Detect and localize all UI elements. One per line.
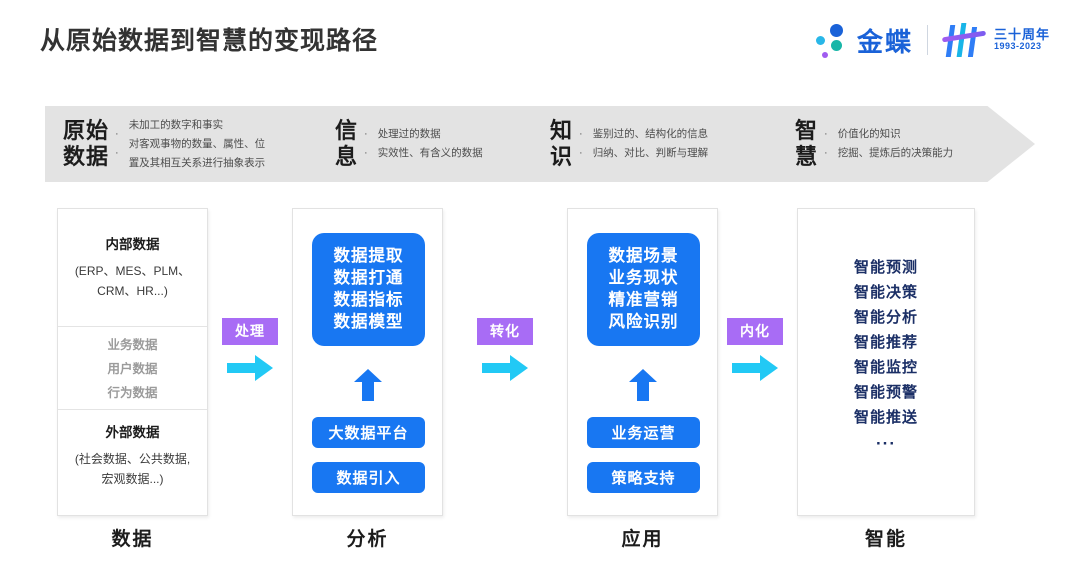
analysis-capability-item: 数据提取	[333, 247, 404, 265]
banner-bullet-line: 鉴别过的、结构化的信息	[592, 128, 709, 140]
right-arrow-icon	[727, 355, 783, 381]
intelligence-item: 智能推送	[853, 409, 918, 426]
column-footer-analysis: 分析	[346, 529, 389, 550]
banner-item-information: 信 息 ·· 处理过的数据 实效性、有含义的数据	[335, 106, 550, 182]
application-strategy-pill[interactable]: 策略支持	[587, 462, 700, 493]
application-scenario-box: 数据场景 业务现状 精准营销 风险识别	[587, 233, 700, 346]
up-arrow-icon	[353, 369, 382, 401]
card-analysis: 数据提取 数据打通 数据指标 数据模型 大数据平台 数据引入	[292, 208, 443, 516]
intelligence-item: 智能预警	[853, 384, 918, 401]
right-arrow-icon	[477, 355, 533, 381]
anniversary-badge: 三十周年 1993-2023	[941, 22, 1050, 58]
banner-bullet-line: 对客观事物的数量、属性、位	[128, 137, 266, 150]
external-data-sub: 宏观数据...)	[101, 472, 164, 486]
banner-bullet-dots: ··	[824, 128, 828, 159]
analysis-platform-label: 大数据平台	[328, 425, 409, 442]
intelligence-item: 智能决策	[853, 284, 918, 301]
data-type-item: 业务数据	[107, 338, 158, 352]
external-data-title: 外部数据	[105, 425, 160, 440]
internal-data-title: 内部数据	[105, 237, 160, 252]
banner-item-wisdom: 智 慧 ·· 价值化的知识 挖掘、提炼后的决策能力	[795, 106, 975, 182]
anniversary-years: 1993-2023	[993, 41, 1042, 52]
application-strategy-label: 策略支持	[611, 470, 676, 487]
connector-label: 转化	[477, 318, 533, 345]
intelligence-item: 智能分析	[853, 309, 918, 326]
banner-bullet-line: 处理过的数据	[377, 128, 441, 140]
banner-bullet-line: 挖掘、提炼后的决策能力	[837, 147, 954, 159]
intelligence-item: 智能推荐	[853, 334, 918, 351]
banner-bullet-line: 未加工的数字和事实	[128, 118, 224, 131]
kingdee-logo: 金蝶 三十周年 1993-2023	[813, 18, 1050, 62]
data-type-item: 用户数据	[107, 362, 158, 376]
connector-transform: 转化	[477, 318, 533, 381]
banner-bullet-line: 归纳、对比、判断与理解	[592, 147, 709, 159]
anniversary-mark-icon	[941, 22, 987, 58]
internal-data-sub: CRM、HR...)	[97, 284, 168, 298]
card-divider	[58, 326, 207, 327]
analysis-capability-item: 数据打通	[333, 269, 404, 287]
banner-item-heading: 智 慧	[795, 118, 819, 169]
connector-internalize: 内化	[727, 318, 783, 381]
analysis-capability-item: 数据模型	[333, 313, 404, 331]
application-operation-label: 业务运营	[611, 425, 676, 442]
banner-bullet-dots: ··	[579, 128, 583, 159]
up-arrow-icon	[628, 369, 657, 401]
analysis-capability-box: 数据提取 数据打通 数据指标 数据模型	[312, 233, 425, 346]
application-scenario-item: 风险识别	[608, 313, 679, 331]
anniversary-label: 三十周年	[993, 26, 1050, 42]
data-type-item: 行为数据	[107, 386, 158, 400]
connector-label: 处理	[222, 318, 278, 345]
banner-item-heading: 原始 数据	[63, 118, 110, 169]
banner-bullet-dots: ··	[364, 128, 368, 159]
intelligence-item: 智能监控	[853, 359, 918, 376]
external-data-sub: (社会数据、公共数据,	[74, 452, 191, 466]
application-scenario-item: 数据场景	[608, 247, 679, 265]
card-intelligence: 智能预测 智能决策 智能分析 智能推荐 智能监控 智能预警 智能推送 ···	[797, 208, 975, 516]
data-type-list: 业务数据 用户数据 行为数据	[58, 333, 207, 405]
banner-bullet-line: 价值化的知识	[837, 128, 901, 140]
right-arrow-icon	[222, 355, 278, 381]
card-divider	[58, 409, 207, 410]
column-footer-data: 数据	[111, 529, 154, 550]
banner-item-heading: 信 息	[335, 118, 359, 169]
card-application: 数据场景 业务现状 精准营销 风险识别 业务运营 策略支持	[567, 208, 718, 516]
brand-divider	[926, 25, 928, 55]
application-scenario-item: 业务现状	[608, 269, 679, 287]
application-scenario-item: 精准营销	[608, 291, 679, 309]
connector-label: 内化	[727, 318, 783, 345]
card-data: 内部数据 (ERP、MES、PLM、 CRM、HR...) 业务数据 用户数据 …	[57, 208, 208, 516]
analysis-platform-pill[interactable]: 大数据平台	[312, 417, 425, 448]
analysis-capability-item: 数据指标	[333, 291, 404, 309]
column-footer-application: 应用	[621, 529, 664, 550]
dikw-arrow-banner: 原始 数据 ·· 未加工的数字和事实 对客观事物的数量、属性、位 置及其相互关系…	[45, 106, 1035, 182]
intelligence-capability-list: 智能预测 智能决策 智能分析 智能推荐 智能监控 智能预警 智能推送 ···	[798, 209, 974, 458]
banner-bullet-dots: ··	[115, 128, 119, 159]
banner-item-heading: 知 识	[550, 118, 574, 169]
brand-dots-icon	[813, 22, 853, 58]
banner-item-raw-data: 原始 数据 ·· 未加工的数字和事实 对客观事物的数量、属性、位 置及其相互关系…	[45, 106, 335, 182]
intelligence-ellipsis: ···	[876, 434, 896, 453]
application-operation-pill[interactable]: 业务运营	[587, 417, 700, 448]
page-title: 从原始数据到智慧的变现路径	[40, 27, 379, 55]
analysis-ingest-label: 数据引入	[336, 470, 401, 487]
intelligence-item: 智能预测	[853, 259, 918, 276]
column-footer-intelligence: 智能	[864, 529, 907, 550]
banner-bullet-line: 实效性、有含义的数据	[377, 147, 483, 159]
analysis-ingest-pill[interactable]: 数据引入	[312, 462, 425, 493]
internal-data-sub: (ERP、MES、PLM、	[74, 264, 191, 278]
brand-name: 金蝶	[856, 26, 913, 57]
banner-bullet-line: 置及其相互关系进行抽象表示	[128, 156, 266, 169]
connector-process: 处理	[222, 318, 278, 381]
banner-item-knowledge: 知 识 ·· 鉴别过的、结构化的信息 归纳、对比、判断与理解	[550, 106, 795, 182]
